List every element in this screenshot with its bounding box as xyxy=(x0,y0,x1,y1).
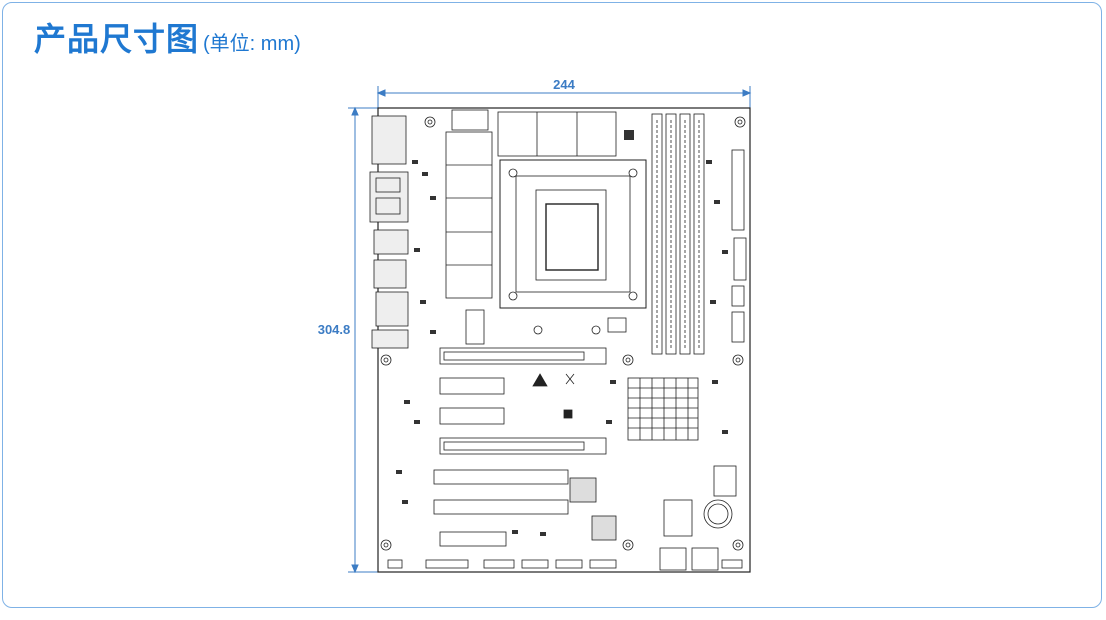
width-dimension xyxy=(376,86,752,108)
height-dimension xyxy=(348,106,378,574)
component-details xyxy=(396,130,728,536)
unit-text: (单位: mm) xyxy=(203,33,301,55)
height-label: 304.8 xyxy=(318,322,351,337)
title-text: 产品尺寸图 xyxy=(34,20,200,58)
width-label: 244 xyxy=(553,77,575,92)
page-title: 产品尺寸图(单位: mm) xyxy=(34,14,301,60)
motherboard-drawing xyxy=(369,107,751,573)
content-card xyxy=(2,2,1102,608)
